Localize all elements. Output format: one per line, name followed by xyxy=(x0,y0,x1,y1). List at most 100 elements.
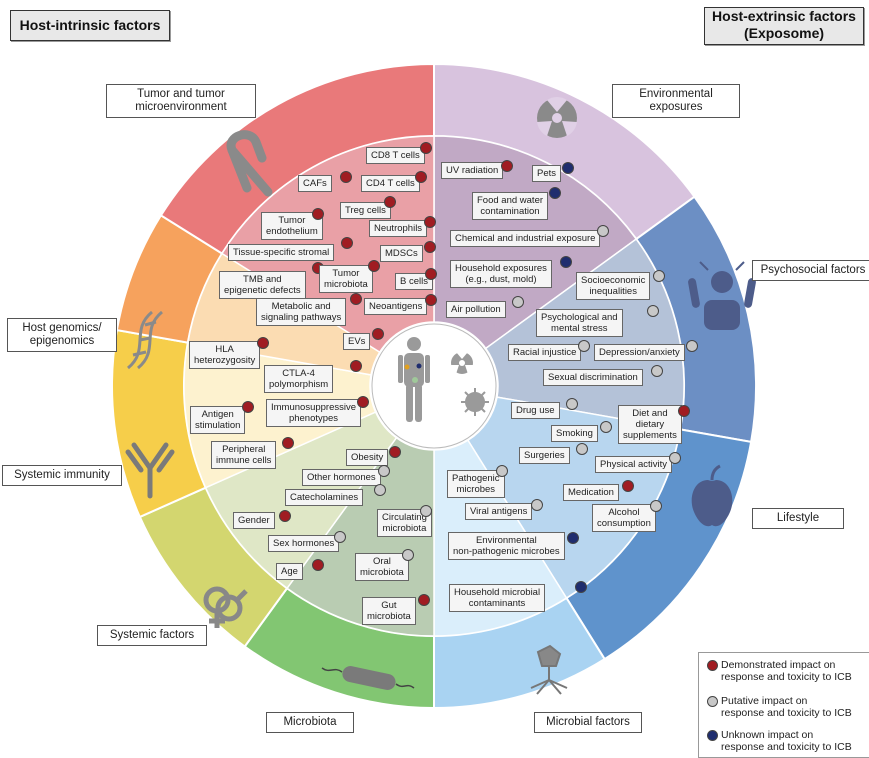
impact-dot-demonstrated xyxy=(312,559,324,571)
impact-dot-putative xyxy=(512,296,524,308)
bacterium-icon xyxy=(321,666,415,690)
factor-racial: Racial injustice xyxy=(508,344,582,361)
factor-sexdisc: Sexual discrimination xyxy=(543,369,643,386)
impact-dot-putative xyxy=(686,340,698,352)
inner-sector-microbiota xyxy=(286,436,435,637)
legend-item-putative: Putative impact on response and toxicity… xyxy=(707,695,852,719)
factor-neoag: Neoantigens xyxy=(364,298,428,315)
factor-cafs: CAFs xyxy=(298,175,332,192)
sector-tumor: Tumor and tumor microenvironment xyxy=(106,84,256,118)
impact-dot-demonstrated xyxy=(257,337,269,349)
factor-circ: Circulating microbiota xyxy=(377,509,432,537)
factor-household: Household exposures (e.g., dust, mold) xyxy=(450,260,552,288)
factor-cd8: CD8 T cells xyxy=(366,147,425,164)
impact-dot-demonstrated xyxy=(622,480,634,492)
factor-psych: Psychological and mental stress xyxy=(536,309,623,337)
center-virus-icon xyxy=(461,388,489,416)
impact-dot-putative xyxy=(420,505,432,517)
stressed-person-icon xyxy=(688,261,756,330)
factor-bcells: B cells xyxy=(395,273,433,290)
human-body-icon xyxy=(398,337,430,422)
factor-mdsc: MDSCs xyxy=(380,245,423,262)
factor-pets: Pets xyxy=(532,165,562,182)
impact-dot-putative xyxy=(651,365,663,377)
factor-air: Air pollution xyxy=(446,301,506,318)
impact-dot-putative xyxy=(600,421,612,433)
impact-dot-putative xyxy=(378,465,390,477)
impact-dot-demonstrated xyxy=(242,401,254,413)
impact-dot-demonstrated xyxy=(501,160,513,172)
impact-dot-unknown xyxy=(562,162,574,174)
center-radiation-icon xyxy=(450,349,474,374)
factor-tmb: TMB and epigenetic defects xyxy=(219,271,306,299)
legend-item-unknown: Unknown impact on response and toxicity … xyxy=(707,729,852,753)
impact-dot-demonstrated xyxy=(389,446,401,458)
impact-dot-putative xyxy=(374,484,386,496)
impact-dot-putative xyxy=(653,270,665,282)
factor-gender: Gender xyxy=(233,512,275,529)
impact-dot-demonstrated xyxy=(282,437,294,449)
impact-dot-demonstrated xyxy=(372,328,384,340)
factor-sexh: Sex hormones xyxy=(268,535,340,552)
antibody-icon xyxy=(125,442,175,499)
impact-dot-unknown xyxy=(567,532,579,544)
impact-dot-demonstrated xyxy=(279,510,291,522)
impact-dot-demonstrated xyxy=(678,405,690,417)
factor-periph: Peripheral immune cells xyxy=(211,441,277,469)
impact-dot-demonstrated xyxy=(368,260,380,272)
factor-evs: EVs xyxy=(343,333,371,350)
factor-tmicro: Tumor microbiota xyxy=(319,265,373,293)
factor-ctla4: CTLA-4 polymorphism xyxy=(264,365,334,393)
factor-envmic: Environmental non-pathogenic microbes xyxy=(448,532,565,560)
impact-dot-putative xyxy=(576,443,588,455)
sector-immunity: Systemic immunity xyxy=(2,465,122,486)
factor-obesity: Obesity xyxy=(346,449,389,466)
impact-dot-demonstrated xyxy=(424,216,436,228)
impact-dot-putative xyxy=(402,549,414,561)
sector-psychosocial: Psychosocial factors xyxy=(752,260,869,281)
impact-dot-demonstrated xyxy=(384,196,396,208)
factor-immsup: Immunosuppressive phenotypes xyxy=(266,399,362,427)
factor-antigen: Antigen stimulation xyxy=(190,406,246,434)
center-circle xyxy=(371,323,497,449)
factor-phys: Physical activity xyxy=(595,456,673,473)
factor-uv: UV radiation xyxy=(441,162,504,179)
factor-hla: HLA heterozygosity xyxy=(189,341,261,369)
impact-dot-unknown xyxy=(560,256,572,268)
impact-dot-putative xyxy=(496,465,508,477)
factor-smoking: Smoking xyxy=(551,425,598,442)
factor-depress: Depression/anxiety xyxy=(594,344,685,361)
sector-microbiota: Microbiota xyxy=(266,712,354,733)
factor-medic: Medication xyxy=(563,484,619,501)
factor-viral: Viral antigens xyxy=(465,503,533,520)
factor-surg: Surgeries xyxy=(519,447,570,464)
impact-dot-demonstrated xyxy=(415,171,427,183)
legend-item-demonstrated: Demonstrated impact on response and toxi… xyxy=(707,659,852,683)
factor-treg: Treg cells xyxy=(340,202,391,219)
factor-housemic: Household microbial contaminants xyxy=(449,584,546,612)
sector-systemic: Systemic factors xyxy=(97,625,207,646)
sector-microbial: Microbial factors xyxy=(534,712,642,733)
factor-food: Food and water contamination xyxy=(472,192,549,220)
factor-chem: Chemical and industrial exposure xyxy=(450,230,601,247)
impact-dot-unknown xyxy=(575,581,587,593)
impact-dot-demonstrated xyxy=(340,171,352,183)
apple-icon xyxy=(691,464,733,527)
factor-oral: Oral microbiota xyxy=(355,553,409,581)
impact-dot-demonstrated xyxy=(424,241,436,253)
impact-dot-demonstrated xyxy=(425,294,437,306)
impact-dot-demonstrated xyxy=(425,268,437,280)
impact-dot-putative xyxy=(531,499,543,511)
factor-socio: Socioeconomic inequalities xyxy=(576,272,651,300)
virus-icon xyxy=(530,644,568,695)
factor-alcohol: Alcohol consumption xyxy=(592,504,656,532)
impact-dot-putative xyxy=(650,500,662,512)
host-intrinsic-header: Host-intrinsic factors xyxy=(10,10,170,41)
sector-lifestyle: Lifestyle xyxy=(752,508,844,529)
sector-genomics: Host genomics/ epigenomics xyxy=(7,318,117,352)
factor-patho: Pathogenic microbes xyxy=(447,470,505,498)
impact-dot-putative xyxy=(566,398,578,410)
impact-dot-putative xyxy=(578,340,590,352)
factor-catechol: Catecholamines xyxy=(285,489,364,506)
impact-dot-demonstrated xyxy=(350,360,362,372)
